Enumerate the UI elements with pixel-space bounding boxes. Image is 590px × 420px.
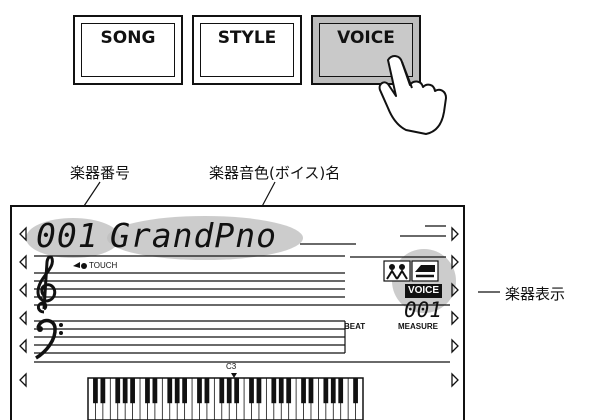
black-key [278, 378, 284, 404]
voice-name-display: GrandPno [110, 216, 277, 255]
black-key [330, 378, 336, 404]
arrow-marker-icon [19, 338, 27, 354]
voice-button-label: VOICE [337, 28, 395, 48]
song-button-label: SONG [100, 28, 156, 48]
black-key [301, 378, 306, 404]
keyboard-c3-label: C3 [226, 362, 237, 371]
black-key [167, 378, 173, 404]
voice-number-callout: 楽器番号 [70, 164, 131, 182]
voice-number-display: 001 [36, 216, 99, 255]
arrow-marker-icon [451, 310, 459, 326]
voice-mode-indicator: VOICE [407, 285, 440, 296]
piano-icon [411, 260, 439, 282]
arrow-marker-icon [451, 282, 459, 298]
arrow-marker-icon [19, 282, 27, 298]
arrow-marker-icon [451, 338, 459, 354]
style-button[interactable]: STYLE [192, 15, 302, 85]
arrow-marker-icon [19, 372, 27, 388]
black-key [271, 378, 277, 404]
black-key [122, 378, 128, 404]
treble-clef-icon [36, 255, 57, 314]
black-key [234, 378, 240, 404]
black-key [286, 378, 292, 404]
style-button-label: STYLE [217, 28, 277, 48]
touch-label: TOUCH [89, 261, 118, 270]
beat-label: BEAT [344, 322, 366, 331]
black-key [182, 378, 187, 404]
song-button[interactable]: SONG [73, 15, 183, 85]
black-key [174, 378, 180, 404]
black-key [249, 378, 254, 404]
black-key [100, 378, 106, 404]
black-key [256, 378, 262, 404]
black-key [219, 378, 225, 404]
people-icon [383, 260, 411, 282]
black-key [226, 378, 232, 404]
black-key [152, 378, 158, 404]
voice-number-highlight [26, 218, 120, 258]
arrow-marker-icon [19, 226, 27, 242]
black-key [323, 378, 329, 404]
black-key [145, 378, 150, 404]
black-key [197, 378, 202, 404]
arrow-marker-icon [19, 254, 27, 270]
voice-name-callout: 楽器音色(ボイス)名 [209, 164, 341, 182]
black-key [338, 378, 344, 404]
black-key [93, 378, 98, 404]
black-key [115, 378, 121, 404]
measure-number-display: 001 [404, 298, 442, 322]
arrow-marker-icon [19, 310, 27, 326]
arrow-marker-icon [451, 372, 459, 388]
touch-icon [73, 262, 87, 269]
voice-name-highlight [107, 216, 303, 260]
keyboard-frame [87, 377, 364, 420]
bass-clef-icon [35, 318, 63, 360]
voice-indicator-callout: 楽器表示 [505, 285, 566, 303]
black-key [130, 378, 135, 404]
black-key [308, 378, 314, 404]
black-key [204, 378, 210, 404]
measure-label: MEASURE [398, 322, 439, 331]
black-key [353, 378, 358, 404]
arrow-marker-icon [451, 254, 459, 270]
arrow-marker-icon [451, 226, 459, 242]
